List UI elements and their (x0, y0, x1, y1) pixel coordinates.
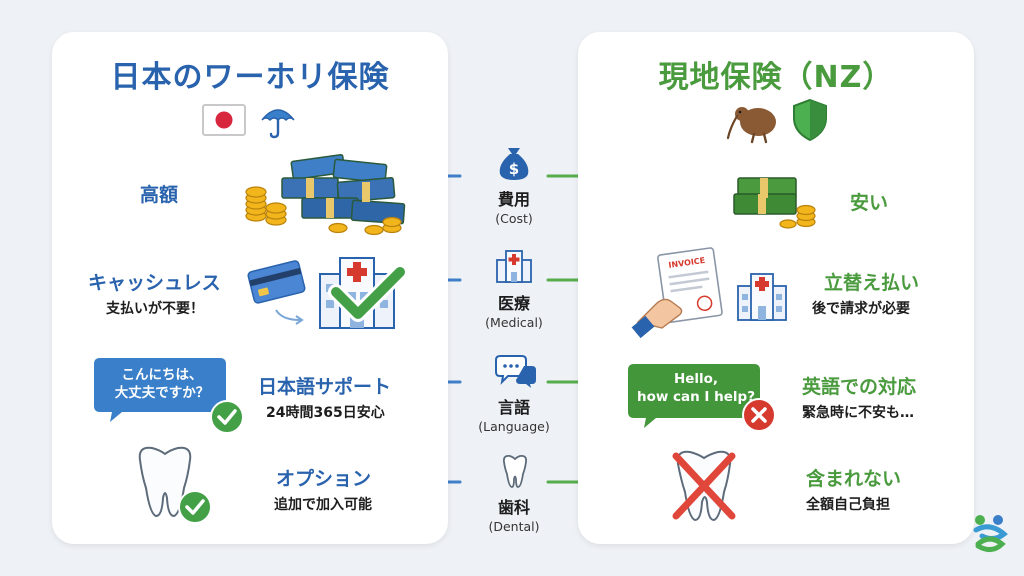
japanese-bubble-line-1: こんにちは、 (121, 367, 203, 383)
dental-tooth-icon (502, 454, 528, 488)
category-dental: 歯科 (Dental) (454, 494, 574, 534)
kiwi-bird-icon (726, 107, 776, 144)
money-bag-icon: $ (499, 148, 529, 180)
language-check-badge-icon (210, 400, 244, 434)
japan-medical-title: キャッシュレス (88, 272, 221, 294)
nz-dental-subtitle: 全額自己負担 (806, 497, 890, 513)
nz-language-subtitle: 緊急時に不安も… (802, 405, 914, 421)
category-medical: 医療 (Medical) (454, 290, 574, 330)
japan-dental-title: オプション (276, 468, 372, 490)
category-dental-en: (Dental) (488, 519, 540, 534)
money-pile-icon (245, 153, 406, 236)
category-cost: 費用 (Cost) (454, 186, 574, 226)
category-language-jp: 言語 (497, 398, 530, 417)
japanese-bubble-text: こんにちは、 大丈夫ですか？ (94, 366, 230, 402)
nz-panel-title: 現地保険（NZ） (658, 60, 894, 95)
category-dental-jp: 歯科 (497, 498, 530, 517)
category-language-en: (Language) (478, 419, 550, 434)
japan-dental-subtitle: 追加で加入可能 (274, 497, 372, 513)
category-medical-en: (Medical) (485, 315, 543, 330)
category-medical-jp: 医療 (497, 294, 530, 313)
invoice-document-icon: INVOICE (631, 247, 723, 339)
medical-building-icon (496, 250, 532, 283)
language-cross-badge-icon (742, 398, 776, 432)
english-speech-bubble (628, 364, 760, 428)
nz-insurance-panel: 現地保険（NZ） 安い INVOICE (578, 32, 974, 544)
credit-card-icon (247, 260, 306, 325)
japan-medical-subtitle: 支払いが不要！ (106, 301, 204, 317)
japan-panel-title: 日本のワーホリ保険 (110, 60, 390, 95)
svg-text:$: $ (509, 160, 519, 178)
category-cost-en: (Cost) (495, 211, 533, 226)
dental-check-badge-icon (178, 490, 212, 524)
large-checkmark-icon (328, 264, 408, 322)
crossed-tooth-icon (672, 450, 736, 522)
japan-language-title: 日本語サポート (258, 376, 392, 398)
umbrella-icon (261, 109, 295, 139)
japan-cost-label: 高額 (140, 184, 179, 206)
nz-medical-subtitle: 後で請求が必要 (812, 301, 910, 317)
speech-bubbles-icon (495, 355, 536, 388)
brand-logo-icon (973, 515, 1008, 552)
japanese-speech-bubble (94, 358, 226, 422)
nz-cost-label: 安い (850, 192, 889, 214)
shield-icon (793, 98, 827, 142)
nz-medical-title: 立替え払い (824, 272, 920, 294)
nz-dental-title: 含まれない (806, 468, 902, 490)
japan-language-subtitle: 24時間365日安心 (266, 405, 385, 421)
category-cost-jp: 費用 (497, 190, 530, 209)
english-bubble-line-2: how can I help? (636, 389, 756, 405)
category-language: 言語 (Language) (454, 394, 574, 434)
japan-flag-icon (202, 104, 246, 136)
nz-language-title: 英語での対応 (802, 376, 917, 398)
english-bubble-line-1: Hello, (673, 371, 719, 387)
nz-hospital-icon (737, 273, 787, 321)
small-money-icon (733, 177, 816, 229)
japan-insurance-panel: 日本のワーホリ保険 高額 (52, 32, 448, 544)
japanese-bubble-line-2: 大丈夫ですか？ (114, 385, 210, 401)
english-bubble-text: Hello, how can I help? (628, 370, 764, 406)
